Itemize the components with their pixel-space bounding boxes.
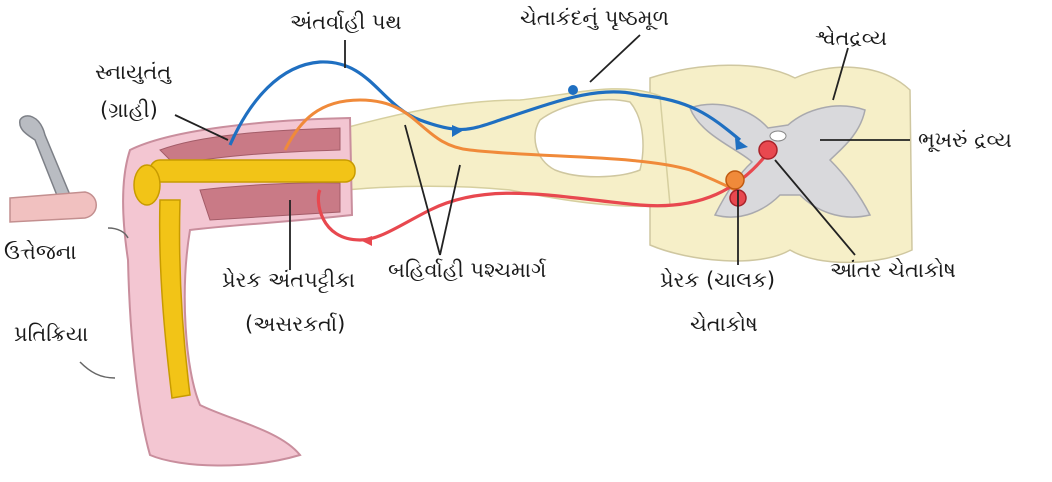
reflex-hammer [20, 116, 70, 200]
label-muscle-fiber: સ્નાયુતંતુ [95, 60, 171, 85]
leader-dorsal-root [590, 35, 640, 82]
label-interneuron: આંતર ચેતાકોષ [830, 258, 956, 283]
interneuron-body [759, 141, 777, 159]
label-efferent-path: બહિર્વાહી પશ્ચમાર્ગ [388, 258, 546, 283]
label-motor-end-plate: પ્રેરક અંતપટ્ટીકા [222, 268, 355, 293]
femur-bone [150, 160, 355, 182]
central-canal [770, 131, 786, 141]
label-grey-matter: ભૂખરું દ્રવ્ય [918, 128, 1012, 153]
knee-cap [134, 165, 160, 205]
label-receptor: (ગ્રાહી) [100, 98, 158, 123]
label-motor-neuron-line2: ચેતાકોષ [690, 312, 758, 337]
label-dorsal-root-ganglion: ચેતાકંદનું પૃષ્ઠમૂળ [520, 6, 669, 31]
label-stimulus: ઉત્તેજના [4, 240, 77, 265]
label-effector: (અસરકર્તા) [245, 312, 345, 337]
label-motor-neuron-line1: પ્રેરક (ચાલક) [660, 268, 775, 293]
label-response: પ્રતિક્રિયા [14, 322, 88, 347]
finger [10, 192, 96, 222]
leader-response [80, 362, 115, 378]
motor-neuron-body [726, 171, 744, 189]
label-white-matter: શ્વેતદ્રવ્ય [815, 26, 887, 51]
label-afferent-path: અંતર્વાહી પથ [290, 10, 402, 35]
sensory-neuron-body [568, 85, 578, 95]
